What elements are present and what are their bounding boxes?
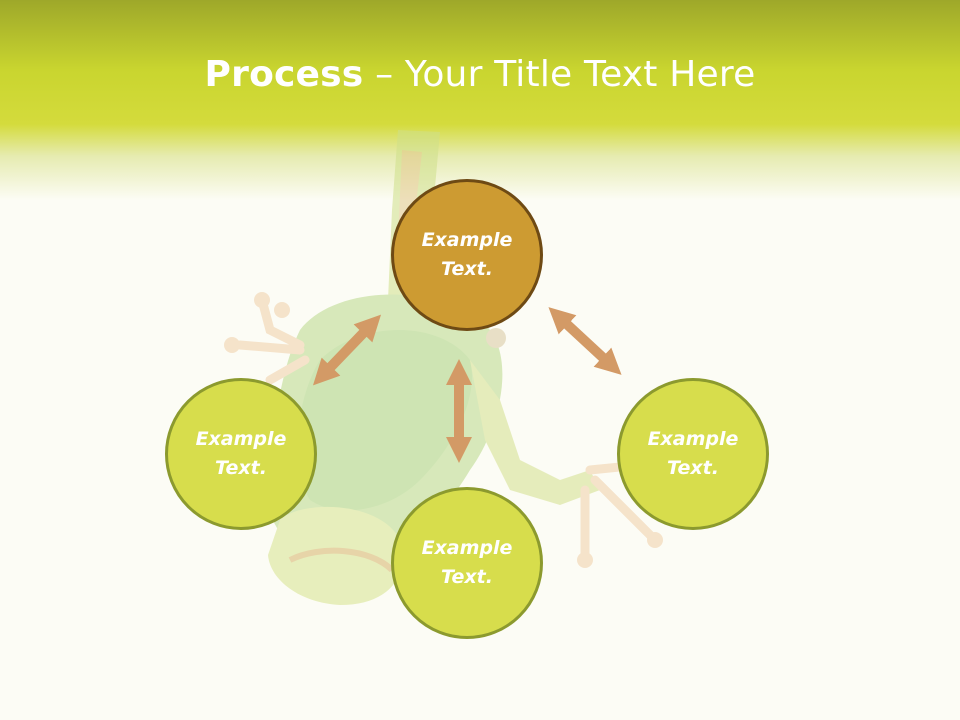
arrow-top-right bbox=[548, 307, 622, 375]
arrow-top-left bbox=[312, 314, 382, 386]
title-rest: – Your Title Text Here bbox=[363, 54, 756, 95]
title-bold: Process bbox=[204, 54, 364, 95]
process-node-right: Example Text. bbox=[617, 378, 769, 530]
process-node-top: Example Text. bbox=[391, 179, 543, 331]
header-band bbox=[0, 0, 960, 200]
process-node-left: Example Text. bbox=[165, 378, 317, 530]
slide-title: Process – Your Title Text Here bbox=[0, 52, 960, 98]
process-node-bottom: Example Text. bbox=[391, 487, 543, 639]
